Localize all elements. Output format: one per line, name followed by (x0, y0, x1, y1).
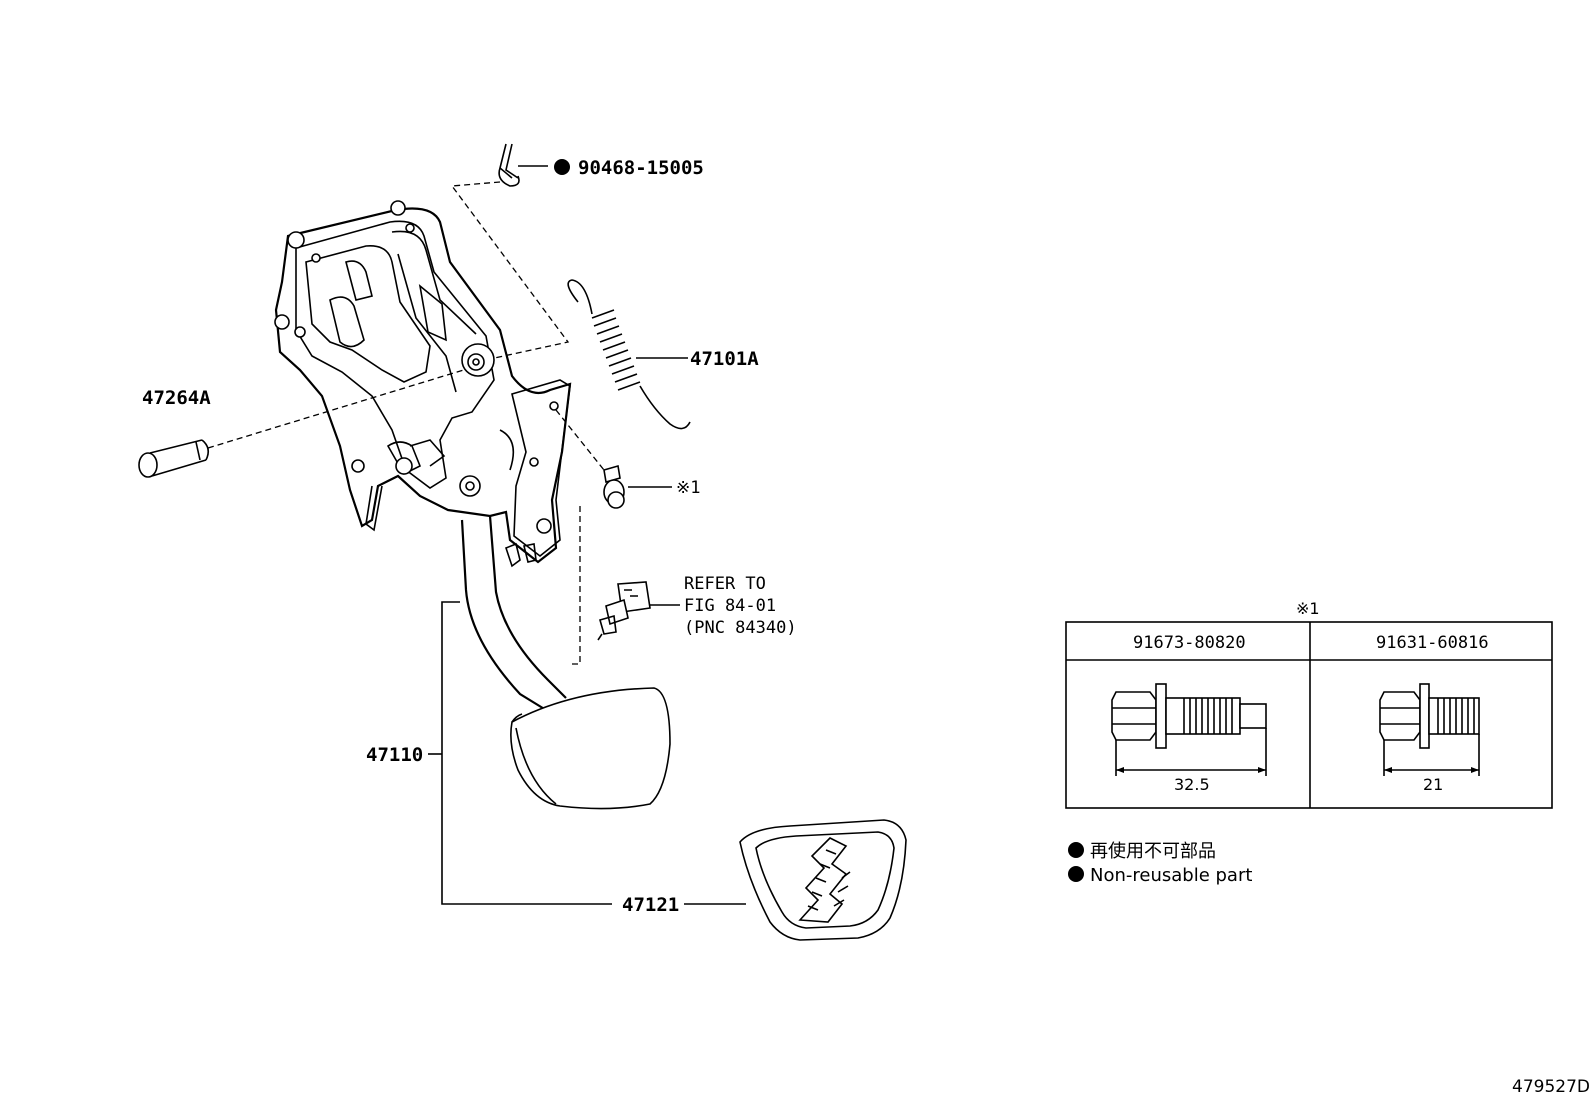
refer-note-line1: REFER TO (684, 574, 766, 594)
bolt-table-length-2: 21 (1423, 775, 1443, 794)
bolt-table-ref-mark: ※1 (1296, 599, 1320, 618)
callout-clip: 90468-15005 (578, 157, 704, 179)
legend-marker-en (1068, 866, 1084, 882)
legend-text-jp: 再使用不可部品 (1090, 841, 1216, 862)
legend-marker-jp (1068, 842, 1084, 858)
refer-note-line2: FIG 84-01 (684, 596, 776, 616)
bolt-table-part-no-2: 91631-60816 (1376, 633, 1489, 653)
callout-bolt-ref: ※1 (676, 478, 700, 498)
pedal-pad-drawing (739, 819, 907, 941)
bolt-long-drawing (1111, 683, 1267, 776)
bolt-table-part-no-1: 91673-80820 (1133, 633, 1246, 653)
pedal-arm-drawing (460, 515, 671, 810)
bolt-drawing (603, 464, 625, 509)
non-reusable-marker-clip (554, 159, 570, 175)
callout-pedal-assembly: 47110 (366, 744, 423, 766)
leader-pedal-bracket (441, 601, 612, 905)
stop-lamp-switch-drawing (597, 581, 651, 641)
refer-note-line3: (PNC 84340) (684, 618, 797, 638)
callout-pin: 47264A (142, 387, 211, 409)
callout-spring: 47101A (690, 348, 759, 370)
leader-pin (207, 367, 471, 449)
clip-drawing (498, 143, 548, 187)
clevis-pin-drawing (138, 439, 210, 478)
figure-id: 479527D (1512, 1077, 1590, 1097)
pedal-bracket-drawing (274, 200, 572, 568)
return-spring-drawing (567, 279, 691, 430)
bolt-short-drawing (1379, 683, 1480, 776)
leader-switch (570, 506, 581, 665)
leader-clip (450, 181, 570, 363)
callout-pedal-pad: 47121 (622, 894, 679, 916)
legend-text-en: Non-reusable part (1090, 865, 1252, 886)
leader-bolt (555, 409, 605, 471)
bolt-table-length-1: 32.5 (1174, 775, 1210, 794)
